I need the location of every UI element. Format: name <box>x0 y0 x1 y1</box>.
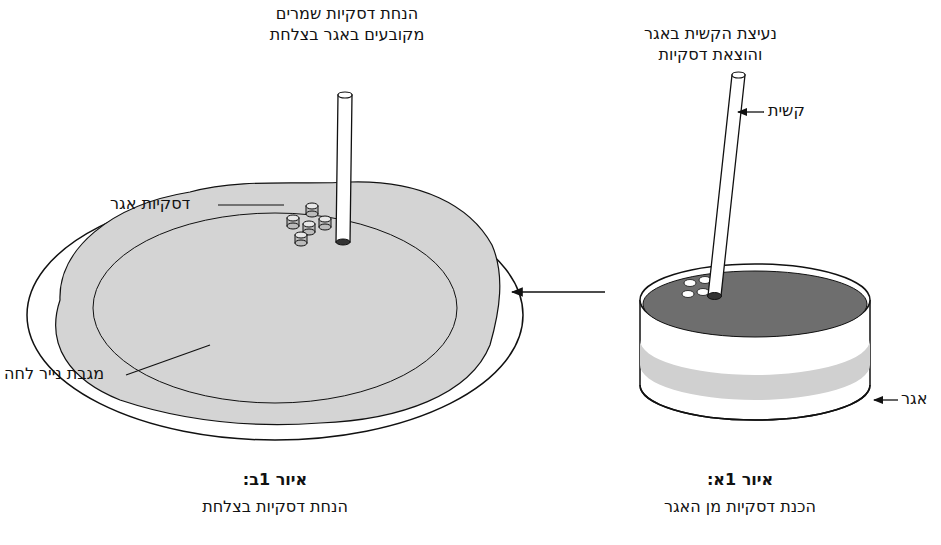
part-name: אגר <box>901 389 939 410</box>
plate-rim <box>93 213 457 403</box>
leader-line <box>126 345 210 375</box>
step-arrow <box>512 291 605 293</box>
step-note: הנחת דסקיות שמרים מקובעים באגר בצלחת <box>262 4 432 46</box>
agar-surface <box>643 271 867 337</box>
leader-line <box>218 204 284 205</box>
figure-caption: הכנת דסקיות מן האגר <box>625 497 855 518</box>
part-name: מגבת נייר לחה <box>4 364 126 385</box>
agar-layer <box>640 340 870 400</box>
figure-number: איור 1ב: <box>175 470 375 491</box>
figure-caption: הנחת דסקיות בצלחת <box>165 497 385 518</box>
plate <box>27 182 523 440</box>
straw-left <box>336 92 352 245</box>
part-name: קשית <box>768 101 838 122</box>
part-name: דסקיות אגר <box>110 194 214 215</box>
agar-disks <box>287 203 331 246</box>
paper-towel <box>56 182 500 425</box>
petri-dish <box>640 264 870 420</box>
leader-arrow <box>874 399 898 400</box>
figure-number: איור 1א: <box>640 470 840 491</box>
step-note: נעיצת הקשית באגר והוצאת דסקיות <box>628 24 793 66</box>
leader-arrow <box>738 111 764 112</box>
straw-right <box>708 72 746 300</box>
